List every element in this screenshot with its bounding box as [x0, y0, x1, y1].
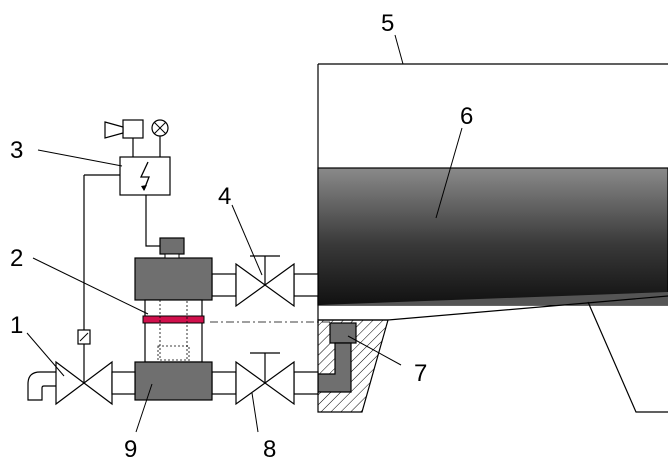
horn-icon — [104, 119, 144, 139]
valve-icon[interactable] — [55, 343, 113, 406]
signal-lamp-icon — [151, 119, 169, 137]
callout-1: 1 — [10, 312, 23, 339]
lightning-icon — [139, 161, 150, 191]
level-mark — [142, 315, 205, 324]
tank-liquid — [317, 167, 668, 306]
float — [157, 345, 190, 367]
drain-nozzle — [329, 322, 357, 344]
valve-icon[interactable] — [235, 255, 295, 308]
gauge-lower-head — [134, 361, 213, 401]
control-box — [119, 156, 171, 196]
level-gauge — [134, 198, 213, 401]
callout-3: 3 — [10, 137, 23, 164]
callout-8: 8 — [263, 436, 276, 460]
drain-elbow — [27, 371, 59, 401]
sight-glass — [144, 299, 203, 363]
gauge-upper-head — [134, 257, 213, 301]
leader-lines — [26, 34, 463, 433]
callout-9: 9 — [124, 436, 137, 460]
tank-bottom — [318, 292, 668, 305]
control-unit — [104, 119, 171, 198]
callout-5: 5 — [381, 10, 394, 37]
plug-icon — [145, 198, 185, 259]
lower-pipe-assembly — [211, 352, 319, 406]
solenoid-icon — [77, 329, 91, 345]
tank — [317, 63, 668, 413]
callout-4: 4 — [218, 183, 231, 210]
callout-7: 7 — [414, 360, 427, 387]
valve-icon[interactable] — [235, 352, 295, 406]
upper-pipe-assembly — [211, 255, 319, 308]
callout-6: 6 — [460, 103, 473, 130]
callout-2: 2 — [10, 245, 23, 272]
drain-assembly — [27, 174, 136, 406]
